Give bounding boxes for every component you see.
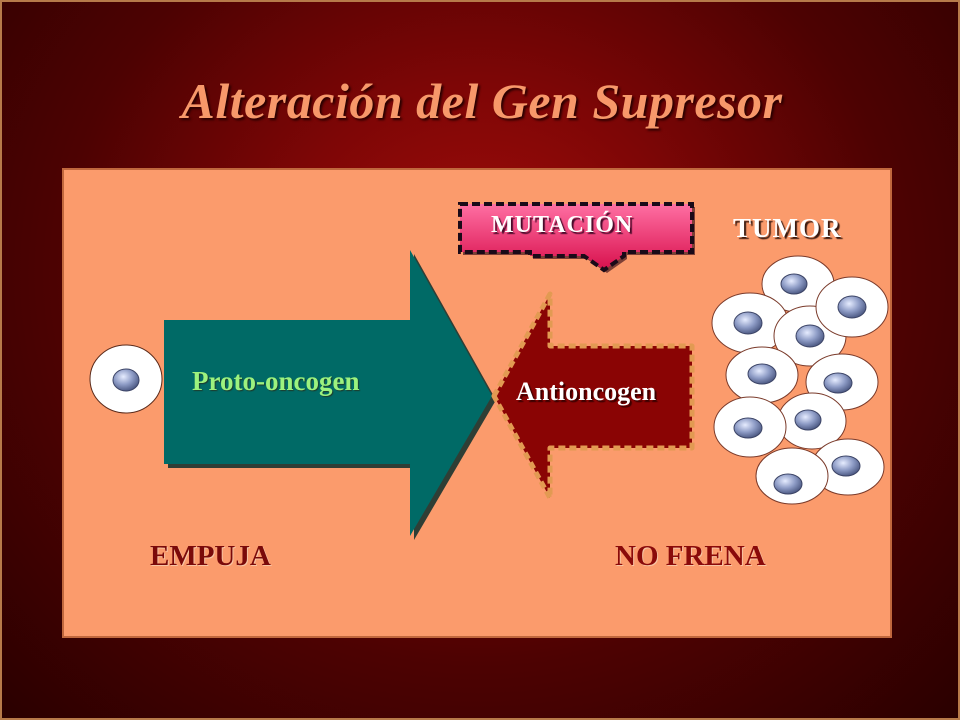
mutacion-label: MUTACIÓN [491, 212, 634, 238]
tumor-cell [755, 447, 829, 505]
normal-cell [89, 344, 163, 414]
antioncogen-label: Antioncogen [516, 377, 657, 406]
tumor-cell [815, 276, 889, 338]
tumor-label: TUMOR [733, 213, 842, 243]
proto-oncogen-label: Proto-oncogen [192, 366, 360, 396]
antioncogen-arrow [491, 291, 695, 501]
tumor-cell [713, 396, 787, 458]
empuja-label: EMPUJA [150, 540, 271, 572]
tumor-cell [777, 392, 847, 450]
tumor-cell [725, 346, 799, 404]
mutacion-callout [458, 202, 695, 273]
diagram-canvas [89, 202, 889, 540]
tumor-cluster [711, 255, 889, 505]
tumor-cell [811, 438, 885, 496]
diagram-panel: Proto-oncogen Antioncogen MUTACIÓN TUMOR… [62, 168, 892, 638]
slide-title: Alteración del Gen Supresor [181, 73, 783, 129]
proto-oncogen-arrow [164, 250, 496, 540]
no-frena-label: NO FRENA [615, 540, 766, 572]
